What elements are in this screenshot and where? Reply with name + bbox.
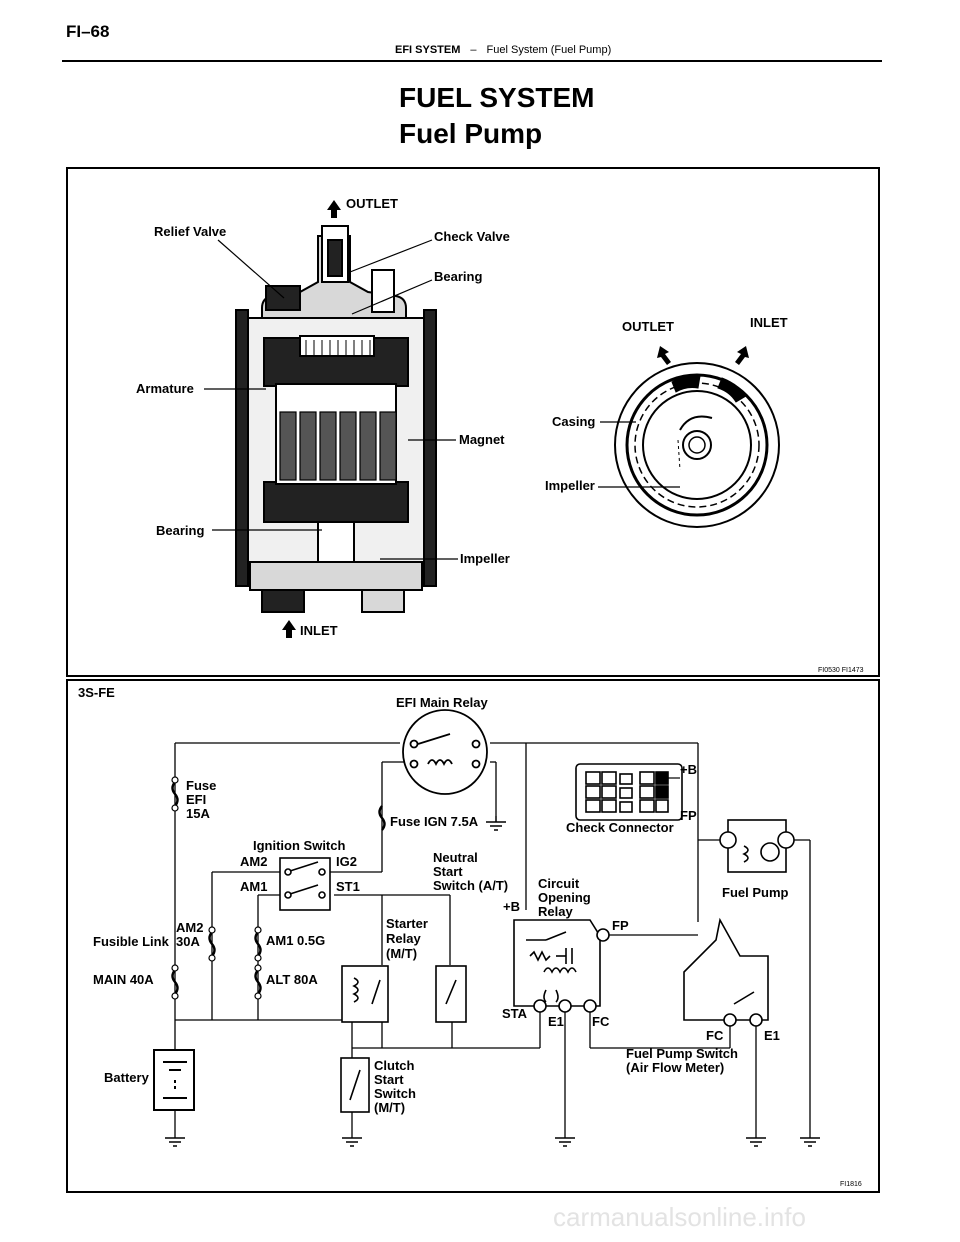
circuit-opening-label-1: Circuit (538, 876, 580, 891)
outlet-arrow-icon (327, 200, 341, 218)
fuel-pump-switch-label-2: (Air Flow Meter) (626, 1060, 724, 1075)
page-title: FUEL SYSTEM (399, 82, 595, 113)
clutch-start-label-4: (M/T) (374, 1100, 405, 1115)
inlet-arrow-icon (282, 620, 296, 638)
page-code: FI–68 (66, 22, 110, 41)
fuel-pump-cross-section (235, 225, 437, 613)
relay-fp-label: FP (612, 918, 629, 933)
ignition-switch-label: Ignition Switch (253, 838, 345, 853)
relief-valve-label: Relief Valve (154, 224, 226, 239)
circuit-opening-label-3: Relay (538, 904, 573, 919)
fuel-pump-motor (719, 819, 795, 873)
ignition-switch (279, 857, 331, 911)
outlet-label: OUTLET (346, 196, 398, 211)
fuse-efi-label-1: Fuse (186, 778, 216, 793)
circuit-opening-relay (513, 919, 610, 1013)
impeller-small-label: Impeller (545, 478, 595, 493)
running-head: EFI SYSTEM–Fuel System (Fuel Pump) (395, 44, 611, 56)
wiring-figure: 3S-FE (66, 679, 880, 1193)
clutch-start-switch (340, 1057, 370, 1113)
starter-relay (341, 965, 467, 1023)
starter-relay-label-3: (M/T) (386, 946, 417, 961)
check-connector (575, 763, 683, 821)
neutral-start-label-1: Neutral (433, 850, 478, 865)
impeller-leader-lines (598, 421, 680, 488)
st1-terminal-label: ST1 (336, 879, 360, 894)
pump-leader-lines (204, 239, 458, 560)
starter-relay-label-1: Starter (386, 916, 428, 931)
inlet-small-arrow-icon (735, 346, 749, 365)
check-connector-fp: FP (680, 808, 697, 823)
wiring-lines (174, 742, 811, 1138)
check-valve-label: Check Valve (434, 229, 510, 244)
pump-figure-code: FI0530 FI1473 (818, 667, 864, 674)
relay-e1-label: E1 (548, 1014, 564, 1029)
fuse-symbols (171, 781, 386, 995)
fuse-ign-label: Fuse IGN 7.5A (390, 814, 479, 829)
outlet-small-label: OUTLET (622, 319, 674, 334)
running-head-section: EFI SYSTEM (395, 44, 461, 56)
running-head-subsection: Fuel System (Fuel Pump) (486, 44, 612, 56)
am2-terminal-label: AM2 (240, 854, 267, 869)
fuel-pump-switch (683, 917, 769, 1027)
fusible-link-label: Fusible Link (93, 934, 170, 949)
check-connector-plus-b: +B (680, 762, 697, 777)
relay-fc-label: FC (592, 1014, 610, 1029)
alt-80a-label: ALT 80A (266, 972, 318, 987)
pump-figure-frame (66, 167, 880, 677)
outlet-small-arrow-icon (657, 346, 671, 365)
impeller-detail (614, 362, 780, 528)
efi-main-relay-label: EFI Main Relay (396, 695, 489, 710)
clutch-start-label-1: Clutch (374, 1058, 415, 1073)
armature-windings (279, 411, 397, 481)
page-subtitle: Fuel Pump (399, 118, 543, 149)
casing-label: Casing (552, 414, 595, 429)
starter-relay-label-2: Relay (386, 931, 421, 946)
switch-fc-label: FC (706, 1028, 724, 1043)
clutch-start-label-3: Switch (374, 1086, 416, 1101)
clutch-start-label-2: Start (374, 1072, 404, 1087)
efi-main-relay (402, 709, 488, 795)
watermark: carmanualsonline.info (553, 1202, 806, 1232)
wiring-figure-code: FI1816 (840, 1181, 862, 1188)
ig2-terminal-label: IG2 (336, 854, 357, 869)
ground-symbols (165, 816, 820, 1147)
fuse-efi-label-3: 15A (186, 806, 210, 821)
engine-label: 3S-FE (78, 685, 115, 700)
relay-plus-b-label: +B (503, 899, 520, 914)
am1-05g-label: AM1 0.5G (266, 933, 325, 948)
fuel-pump-switch-label-1: Fuel Pump Switch (626, 1046, 738, 1061)
fuse-terminals (171, 776, 262, 1000)
am1-terminal-label: AM1 (240, 879, 267, 894)
bearing-top-label: Bearing (434, 269, 482, 284)
magnet-label: Magnet (459, 432, 505, 447)
relay-sta-label: STA (502, 1006, 528, 1021)
armature-label: Armature (136, 381, 194, 396)
pump-figure: OUTLET Relief Valve Check Valve Bearing … (66, 167, 880, 677)
battery-icon (153, 1049, 195, 1111)
neutral-start-label-2: Start (433, 864, 463, 879)
check-connector-label: Check Connector (566, 820, 674, 835)
fuse-efi-label-2: EFI (186, 792, 206, 807)
switch-e1-label: E1 (764, 1028, 780, 1043)
am2-30a-label-1: AM2 (176, 920, 203, 935)
main-40a-label: MAIN 40A (93, 972, 154, 987)
battery-label: Battery (104, 1070, 150, 1085)
inlet-small-label: INLET (750, 315, 788, 330)
impeller-label: Impeller (460, 551, 510, 566)
wiring-figure-frame (66, 679, 880, 1193)
neutral-start-label-3: Switch (A/T) (433, 878, 508, 893)
running-head-separator: – (470, 44, 477, 56)
circuit-opening-label-2: Opening (538, 890, 591, 905)
bearing-bottom-label: Bearing (156, 523, 204, 538)
am2-30a-label-2: 30A (176, 934, 200, 949)
commutator (305, 340, 371, 356)
header-rule (62, 60, 882, 62)
inlet-label: INLET (300, 623, 338, 638)
fuel-pump-label: Fuel Pump (722, 885, 789, 900)
